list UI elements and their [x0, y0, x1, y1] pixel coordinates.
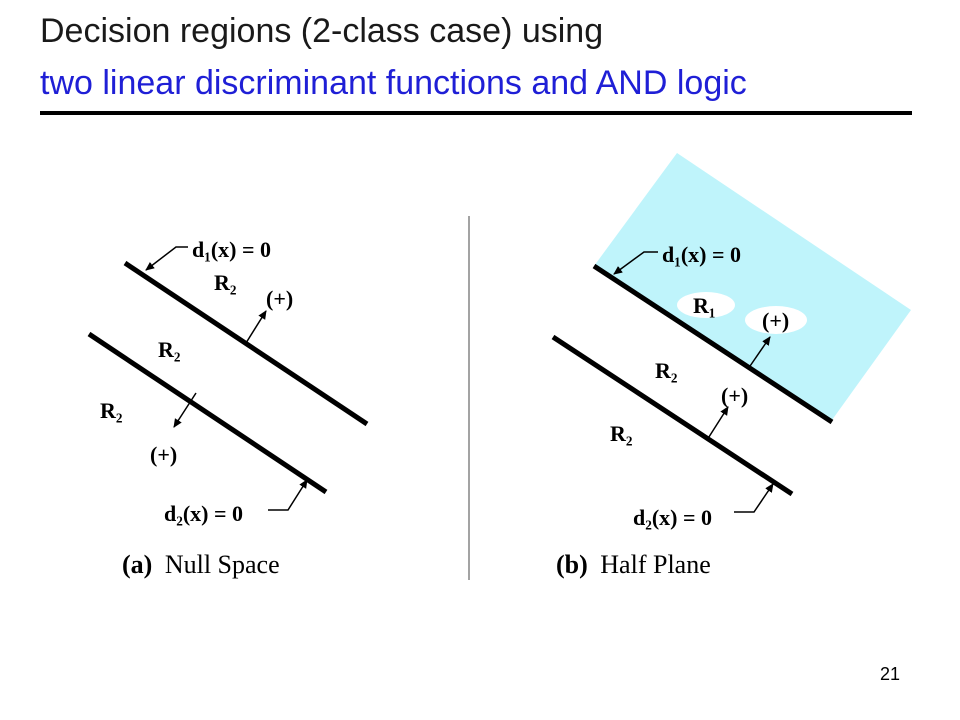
decision-line-d2-b: [551, 334, 794, 497]
slide-title-line-1: Decision regions (2-class case) using: [40, 12, 604, 50]
half-plane-region: [594, 153, 911, 420]
plus-label-pill: [745, 306, 807, 334]
caption-a-letter: (a): [122, 550, 152, 579]
caption-b: (b) Half Plane: [556, 550, 711, 579]
region-label-middle-a: R₂: [158, 337, 181, 362]
decision-line-d2-a: [87, 331, 328, 495]
plus-label-lower-b: (+): [721, 383, 748, 408]
r1-label-pill: [677, 292, 735, 318]
region-label-bottom-a: R₂: [100, 398, 123, 423]
d2-callout-b: [734, 483, 774, 513]
plus-label-upper-b: (+): [762, 308, 789, 333]
region-label-top-b: R₁: [693, 293, 715, 318]
region-label-top-a: R₂: [214, 270, 237, 295]
caption-a-text: Null Space: [165, 550, 280, 579]
slide-page-number: 21: [879, 664, 900, 684]
normal-arrow-d2-b: [706, 406, 729, 441]
plus-label-upper-a: (+): [266, 286, 293, 311]
slide-title-line-2: two linear discriminant functions and AN…: [40, 64, 747, 102]
d2-label-b: d₂(x) = 0: [633, 505, 712, 530]
d1-callout-a: [145, 246, 188, 271]
panel-a: d₁(x) = 0 d₂(x) = 0 (+) (+) R₂ R₂ R₂ (a)…: [87, 237, 369, 579]
caption-b-text: Half Plane: [600, 550, 710, 579]
title-underline: [40, 111, 912, 115]
caption-a: (a) Null Space: [122, 550, 280, 579]
decision-line-d1-a: [123, 260, 369, 427]
d2-callout-a: [268, 479, 308, 511]
d1-label-b: d₁(x) = 0: [662, 242, 741, 267]
normal-arrow-d1-b: [747, 336, 771, 370]
caption-b-letter: (b): [556, 550, 588, 579]
plus-label-lower-a: (+): [150, 442, 177, 467]
region-label-bottom-b: R₂: [610, 421, 633, 446]
d1-callout-b: [613, 251, 658, 275]
d1-label-a: d₁(x) = 0: [192, 237, 271, 262]
normal-arrow-d1-a: [245, 310, 267, 344]
decision-line-d1-b: [592, 263, 834, 425]
normal-arrow-d2-a: [173, 392, 197, 428]
d2-label-a: d₂(x) = 0: [164, 501, 243, 526]
region-label-middle-b: R₂: [655, 358, 678, 383]
panel-b: d₁(x) = 0 d₂(x) = 0 R₁ (+) (+) R₂ R₂ (b)…: [551, 153, 911, 579]
